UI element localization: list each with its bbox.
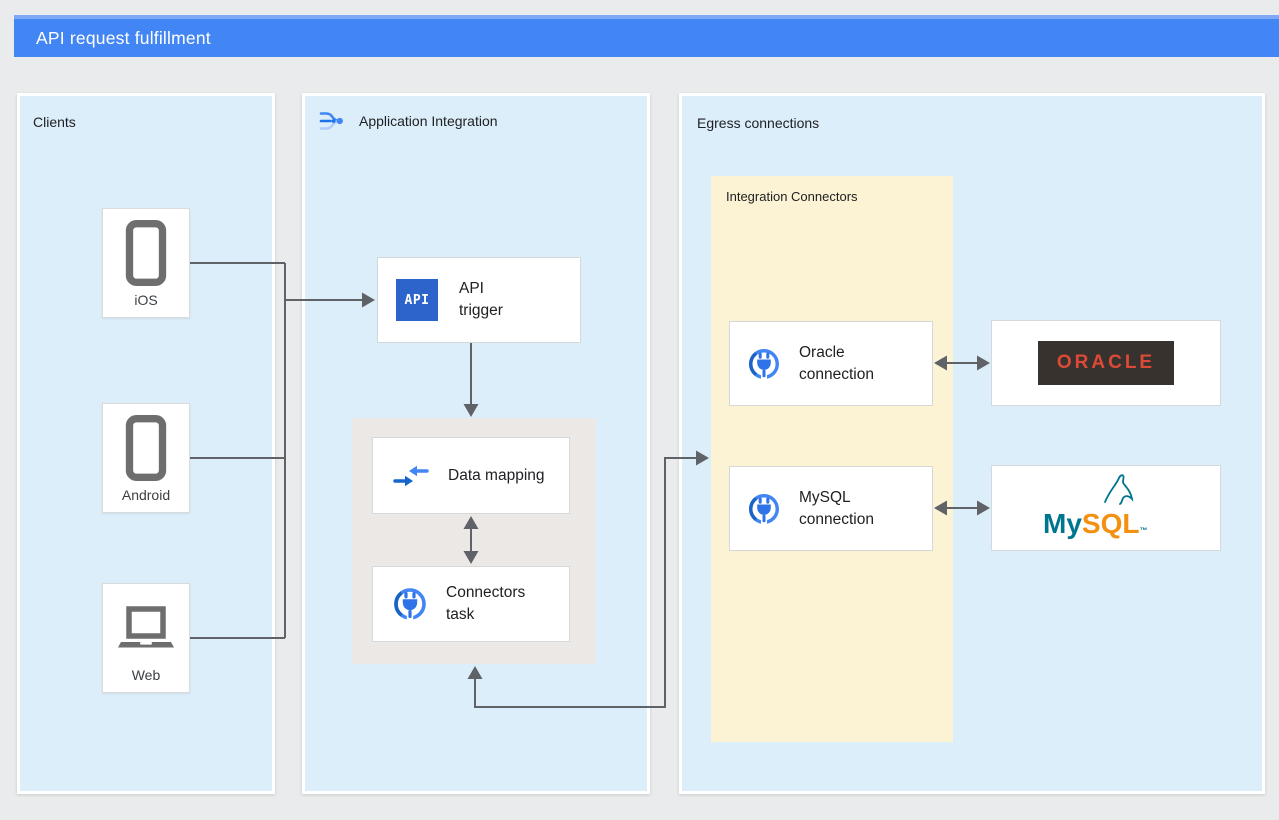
smartphone-icon bbox=[125, 220, 167, 286]
api-trigger-node: API API trigger bbox=[377, 257, 581, 343]
clients-panel: Clients iOS Android Web bbox=[17, 93, 275, 794]
application-integration-icon bbox=[319, 112, 343, 130]
oracle-database-node: ORACLE bbox=[991, 320, 1221, 406]
clients-panel-title: Clients bbox=[33, 114, 76, 130]
oracle-connection-label: Oracle connection bbox=[799, 343, 874, 383]
integration-connectors-icon bbox=[749, 348, 779, 382]
diagram-title: API request fulfillment bbox=[36, 27, 211, 48]
egress-panel-title: Egress connections bbox=[697, 115, 820, 131]
application-integration-panel: Application Integration API API trigger … bbox=[302, 93, 650, 794]
laptop-icon bbox=[118, 606, 174, 648]
api-trigger-icon: API bbox=[396, 279, 438, 321]
data-mapping-node: Data mapping bbox=[372, 437, 570, 514]
mysql-logo-text: MySQL™ bbox=[1043, 508, 1148, 539]
integration-connectors-icon bbox=[749, 493, 779, 527]
connectors-task-node: Connectors task bbox=[372, 566, 570, 642]
application-integration-panel-title: Application Integration bbox=[359, 113, 498, 129]
diagram-title-bar: API request fulfillment bbox=[14, 15, 1279, 57]
oracle-logo-text: ORACLE bbox=[1056, 352, 1156, 373]
data-mapping-icon bbox=[393, 465, 429, 486]
client-label-web: Web bbox=[131, 667, 161, 683]
integration-connectors-group: Integration Connectors Oracle connection bbox=[711, 176, 953, 742]
mysql-connection-node: MySQL connection bbox=[729, 466, 933, 551]
mysql-database-node: MySQL™ bbox=[991, 465, 1221, 551]
smartphone-icon bbox=[125, 415, 167, 481]
client-label-ios: iOS bbox=[134, 292, 158, 308]
client-card-web: Web bbox=[102, 583, 190, 693]
client-card-android: Android bbox=[102, 403, 190, 513]
client-label-android: Android bbox=[121, 487, 171, 503]
egress-connections-panel: Egress connections Integration Connector… bbox=[679, 93, 1265, 794]
mysql-connection-label: MySQL connection bbox=[799, 488, 874, 528]
mysql-dolphin-icon bbox=[1104, 474, 1134, 505]
data-mapping-label: Data mapping bbox=[448, 466, 545, 484]
oracle-connection-node: Oracle connection bbox=[729, 321, 933, 406]
oracle-logo: ORACLE bbox=[1038, 341, 1174, 385]
api-trigger-label: API trigger bbox=[459, 280, 503, 319]
integration-connectors-icon bbox=[394, 588, 426, 623]
mysql-logo: MySQL™ bbox=[1043, 474, 1169, 540]
client-card-ios: iOS bbox=[102, 208, 190, 318]
connectors-task-label: Connectors task bbox=[446, 584, 526, 623]
integration-connectors-title: Integration Connectors bbox=[726, 189, 858, 204]
